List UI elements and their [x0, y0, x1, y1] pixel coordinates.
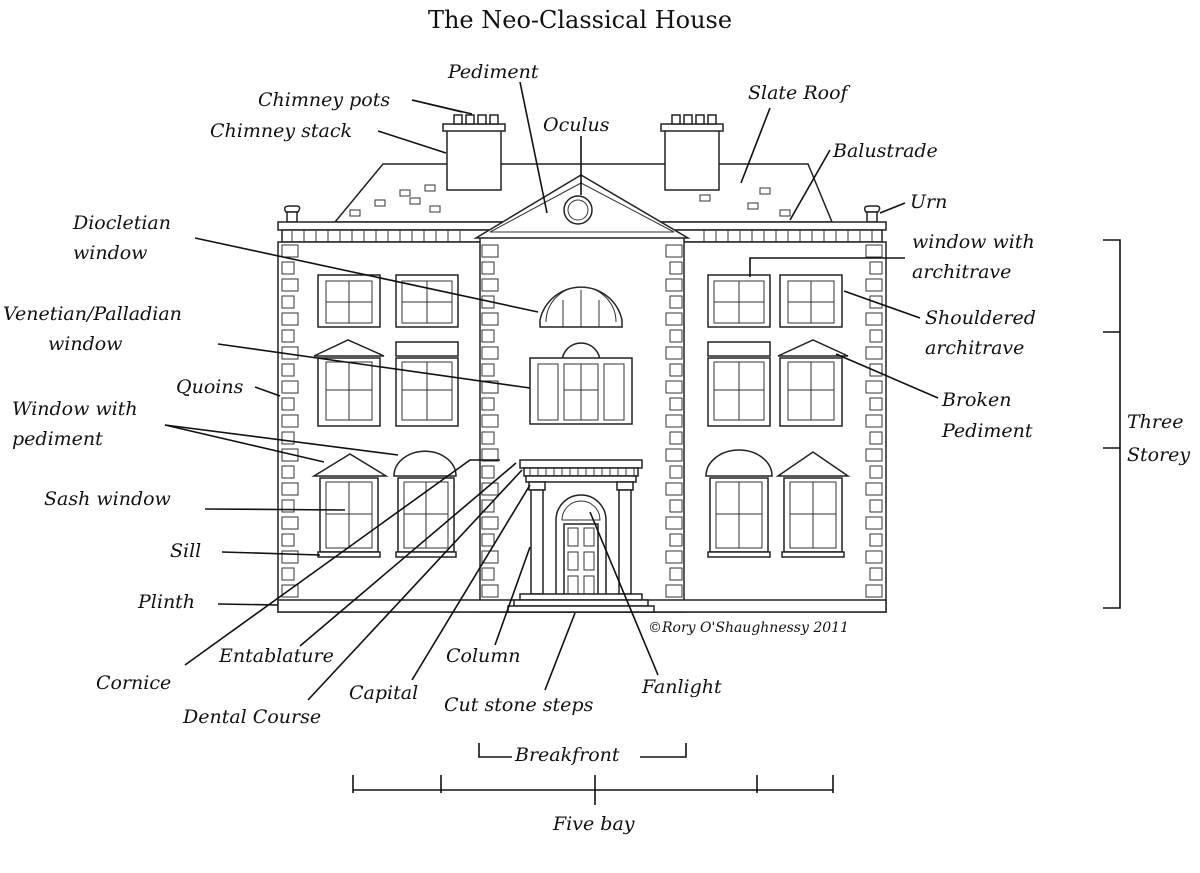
urn-right [863, 205, 881, 213]
house-drawing [277, 114, 887, 613]
leader-lines [164, 81, 1121, 805]
label-chimney-stack: Chimney stack [210, 120, 352, 142]
label-slate-roof: Slate Roof [748, 82, 851, 104]
entablature-cornice [519, 459, 643, 469]
middle-floor-windows [313, 339, 849, 427]
label-sill: Sill [170, 540, 201, 562]
label-window-architrave-1: window with [912, 231, 1035, 253]
label-venetian-1: Venetian/Palladian [3, 303, 182, 325]
label-diocletian-2: window [73, 242, 147, 264]
quoins [281, 244, 883, 598]
ground-floor-windows [311, 449, 851, 558]
label-chimney-pots: Chimney pots [258, 89, 390, 111]
label-oculus: Oculus [543, 114, 610, 136]
label-breakfront: Breakfront [514, 744, 620, 766]
labels: Pediment Chimney pots Chimney stack Ocul… [3, 61, 1190, 835]
fanlight [561, 500, 601, 521]
label-sash-window: Sash window [44, 488, 171, 510]
label-column: Column [446, 645, 521, 667]
label-cut-stone-steps: Cut stone steps [444, 694, 594, 716]
credit-text: ©Rory O'Shaughnessy 2011 [648, 620, 849, 636]
broken-pediment [777, 339, 849, 357]
diagram-title: The Neo-Classical House [428, 6, 732, 34]
label-window-pediment-1: Window with [12, 398, 138, 420]
label-storey: Storey [1127, 444, 1190, 466]
chimney-stack-right [664, 129, 720, 191]
label-window-pediment-2: pediment [12, 428, 103, 450]
label-urn: Urn [910, 191, 947, 213]
chimney-pot [453, 114, 463, 125]
label-dental-course: Dental Course [182, 706, 321, 728]
label-five-bay: Five bay [552, 813, 635, 835]
label-shouldered-1: Shouldered [925, 307, 1036, 329]
label-venetian-2: window [48, 333, 122, 355]
label-pediment: Pediment [447, 61, 539, 83]
label-window-architrave-2: architrave [912, 261, 1011, 283]
entrance-portico [507, 459, 655, 613]
urn-left [283, 205, 301, 213]
top-floor-windows [317, 274, 843, 328]
venetian-window [529, 342, 633, 425]
label-broken-2: Pediment [941, 420, 1033, 442]
roof-slates [349, 184, 791, 217]
column-right [618, 489, 632, 595]
label-cornice: Cornice [96, 672, 171, 694]
label-capital: Capital [349, 682, 418, 704]
column-left [530, 489, 544, 595]
capital [528, 481, 546, 491]
label-fanlight: Fanlight [641, 676, 722, 698]
label-plinth: Plinth [137, 591, 195, 613]
label-shouldered-2: architrave [925, 337, 1024, 359]
label-broken-1: Broken [941, 389, 1011, 411]
sill [317, 551, 381, 558]
label-diocletian-1: Diocletian [72, 212, 171, 234]
label-balustrade: Balustrade [832, 140, 938, 162]
label-entablature: Entablature [218, 645, 334, 667]
cut-stone-steps [519, 593, 643, 601]
label-quoins: Quoins [176, 376, 244, 398]
label-three: Three [1127, 411, 1183, 433]
chimney-stack-left [446, 129, 502, 191]
front-door [563, 523, 599, 599]
dental-course [523, 467, 639, 477]
